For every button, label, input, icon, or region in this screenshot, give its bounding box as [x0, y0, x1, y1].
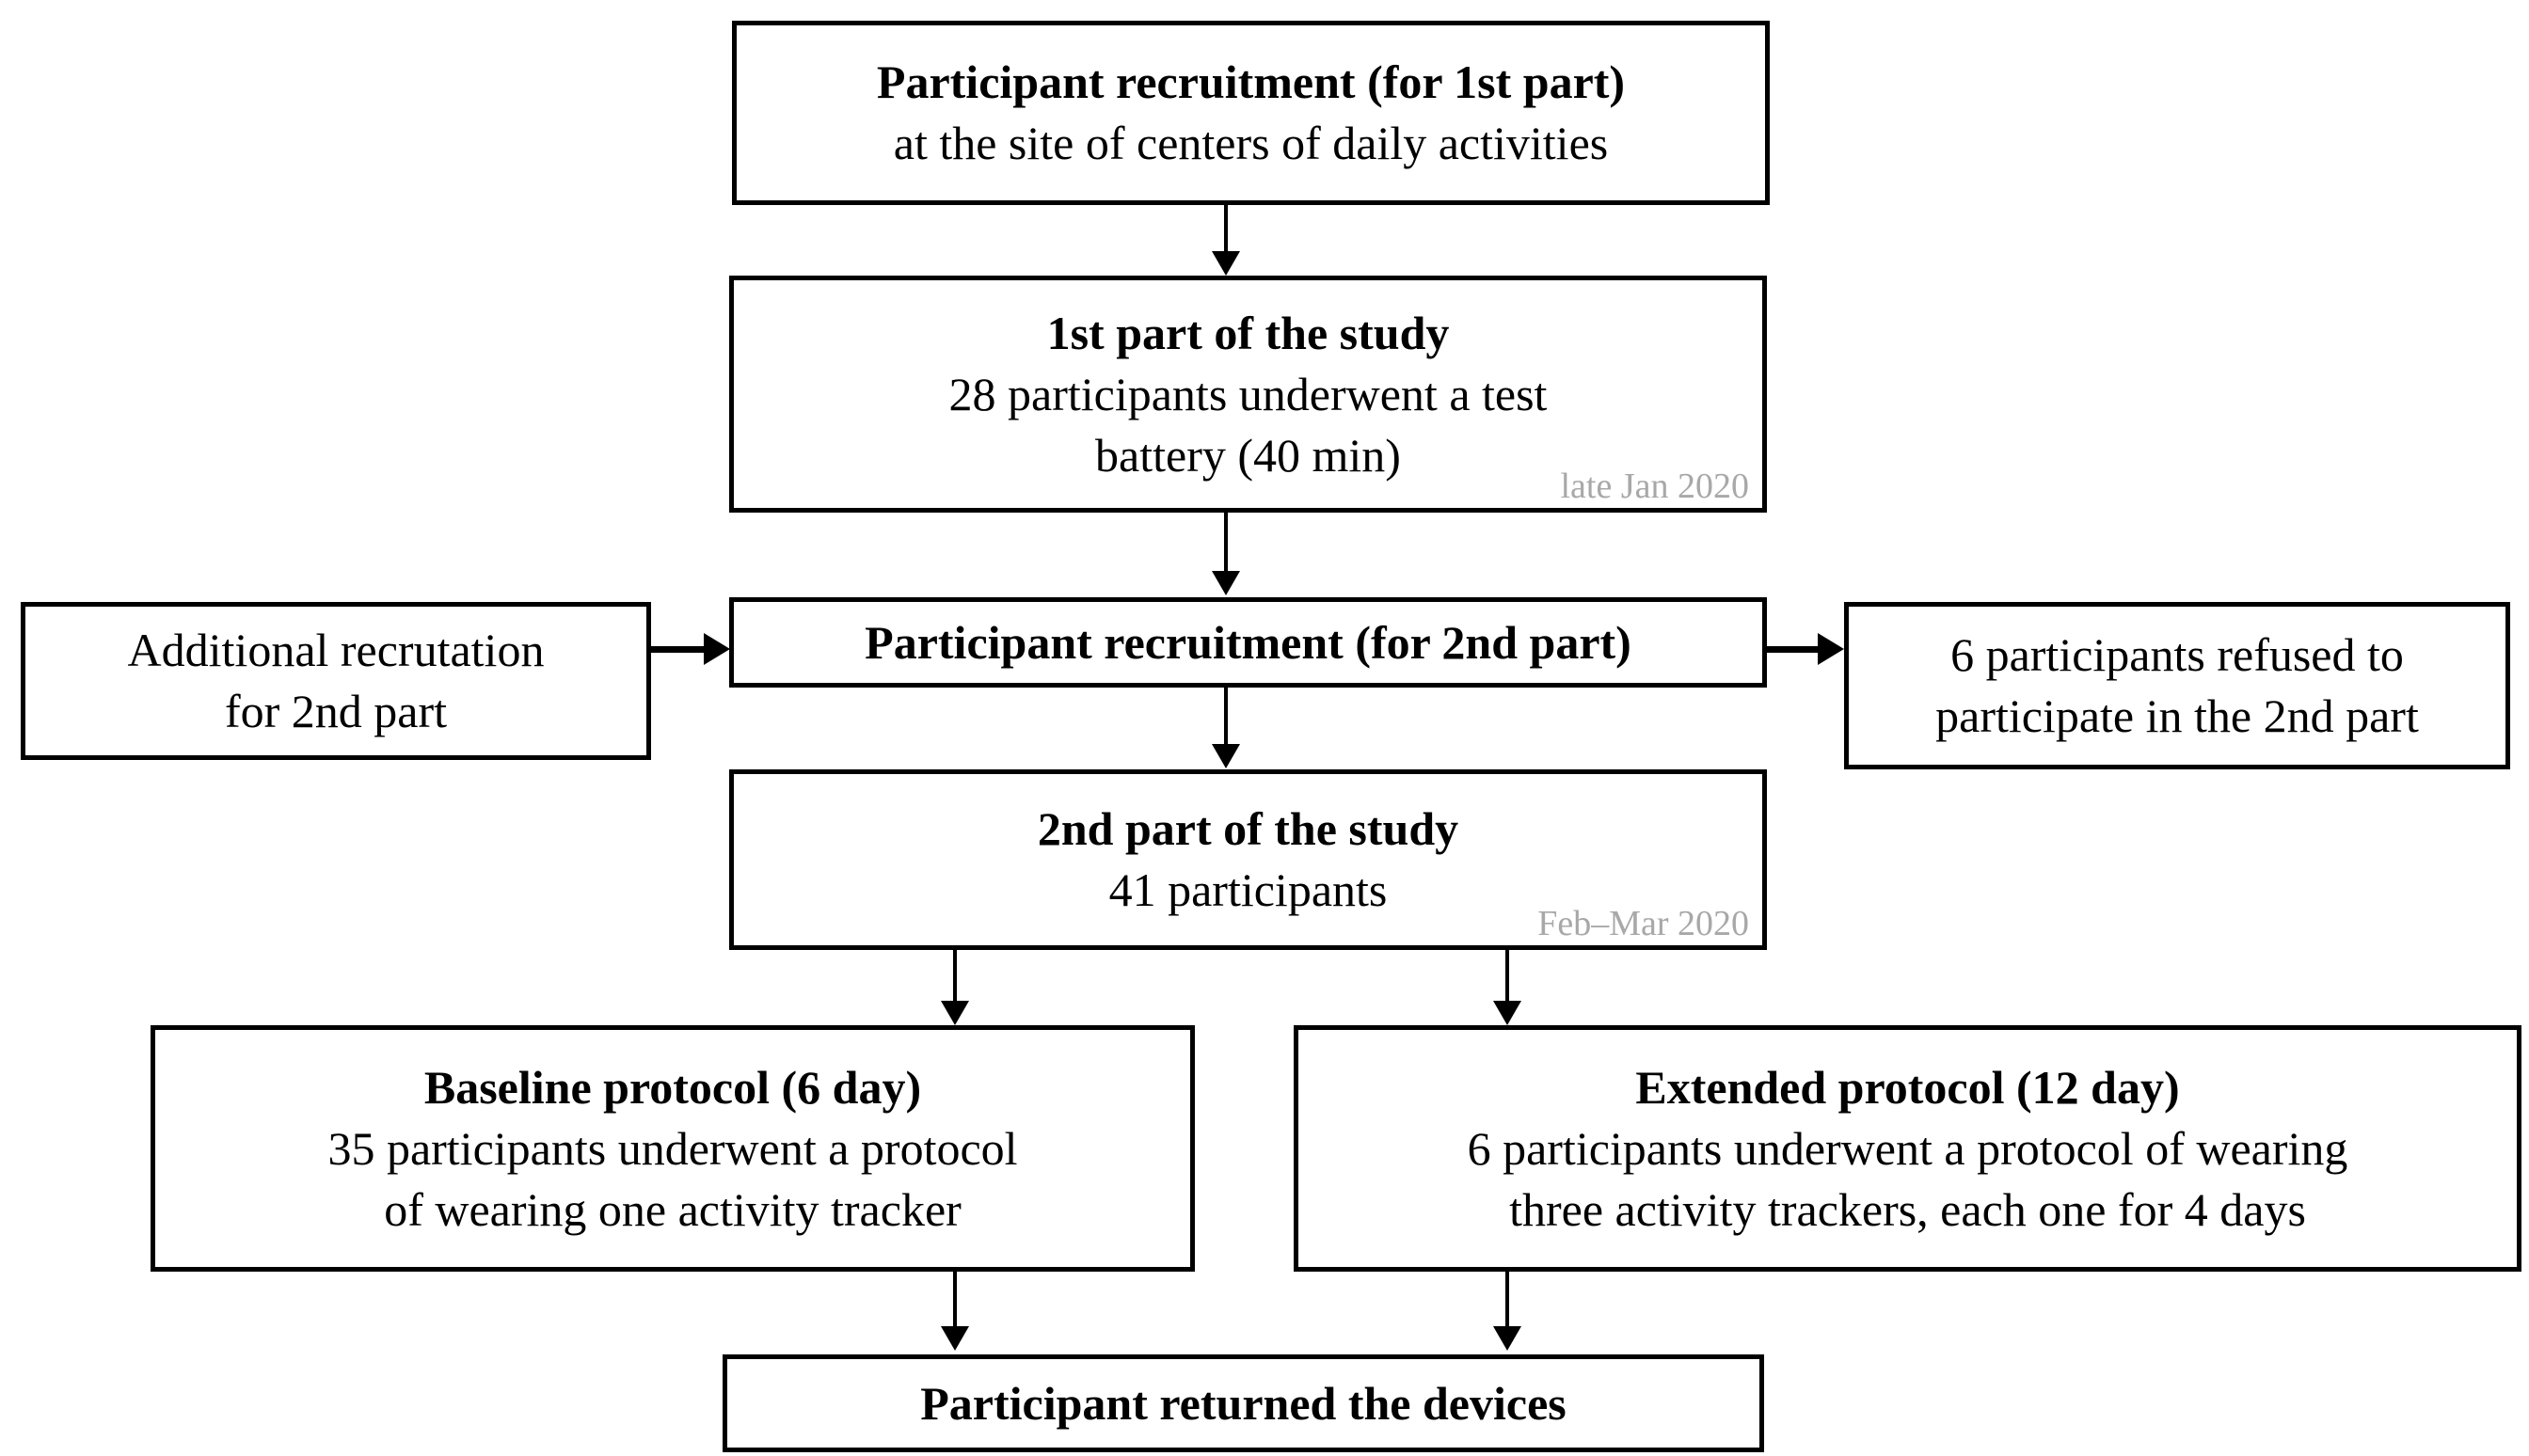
arrow-recruit2-to-refused-head	[1818, 633, 1844, 665]
node-title: Extended protocol (12 day)	[1635, 1060, 2180, 1114]
timestamp-label: late Jan 2020	[1560, 467, 1749, 506]
node-body-line-1: 35 participants underwent a protocol	[327, 1121, 1018, 1175]
arrow-baseline-to-returned-head	[941, 1326, 969, 1351]
node-body-line-1: 6 participants refused to	[1950, 628, 2404, 681]
arrow-additional-to-recruit2-head	[704, 633, 730, 665]
arrow-recruit2-to-refused-line	[1767, 646, 1823, 653]
arrow-recruit1-to-part1-line	[1224, 205, 1228, 254]
node-extended-protocol: Extended protocol (12 day) 6 participant…	[1294, 1025, 2521, 1272]
arrow-recruit2-to-part2-head	[1212, 744, 1240, 768]
timestamp-label: Feb–Mar 2020	[1537, 904, 1749, 943]
node-title: Participant returned the devices	[920, 1376, 1567, 1430]
node-additional-recruitment: Additional recrutation for 2nd part	[21, 602, 651, 760]
arrow-part1-to-recruit2-head	[1212, 571, 1240, 595]
node-participant-returned-devices: Participant returned the devices	[723, 1354, 1764, 1452]
node-baseline-protocol: Baseline protocol (6 day) 35 participant…	[151, 1025, 1195, 1272]
arrow-extended-to-returned-line	[1505, 1272, 1509, 1330]
node-body-line-1: Additional recrutation	[127, 624, 545, 676]
node-1st-part-of-study: 1st part of the study 28 participants un…	[729, 276, 1767, 513]
node-body-line-2: participate in the 2nd part	[1935, 689, 2419, 742]
node-body-line-2: three activity trackers, each one for 4 …	[1509, 1182, 2306, 1236]
node-body-line-1: 6 participants underwent a protocol of w…	[1467, 1121, 2348, 1175]
arrow-additional-to-recruit2-line	[651, 646, 709, 653]
arrow-baseline-to-returned-line	[953, 1272, 957, 1330]
node-body: 41 participants	[1108, 863, 1388, 916]
arrow-recruit2-to-part2-line	[1224, 688, 1228, 746]
node-title: 1st part of the study	[1046, 306, 1450, 359]
arrow-part2-to-baseline-head	[941, 1001, 969, 1025]
node-recruitment-2nd-part: Participant recruitment (for 2nd part)	[729, 597, 1767, 688]
node-title: 2nd part of the study	[1037, 802, 1459, 855]
arrow-extended-to-returned-head	[1493, 1326, 1521, 1351]
node-body-line-2: of wearing one activity tracker	[384, 1182, 962, 1236]
arrow-recruit1-to-part1-head	[1212, 251, 1240, 276]
arrow-part2-to-extended-line	[1505, 950, 1509, 1005]
node-title: Participant recruitment (for 1st part)	[876, 55, 1626, 108]
node-2nd-part-of-study: 2nd part of the study 41 participants Fe…	[729, 769, 1767, 950]
node-body-line-1: 28 participants underwent a test	[948, 367, 1548, 420]
node-recruitment-1st-part: Participant recruitment (for 1st part) a…	[732, 21, 1770, 205]
node-refused-participants: 6 participants refused to participate in…	[1844, 602, 2510, 769]
node-title: Baseline protocol (6 day)	[423, 1060, 922, 1114]
arrow-part1-to-recruit2-line	[1224, 513, 1228, 573]
node-title: Participant recruitment (for 2nd part)	[865, 615, 1631, 669]
node-body: at the site of centers of daily activiti…	[893, 117, 1609, 169]
arrow-part2-to-extended-head	[1493, 1001, 1521, 1025]
node-body-line-2: battery (40 min)	[1095, 428, 1401, 482]
arrow-part2-to-baseline-line	[953, 950, 957, 1005]
node-body-line-2: for 2nd part	[224, 685, 448, 737]
